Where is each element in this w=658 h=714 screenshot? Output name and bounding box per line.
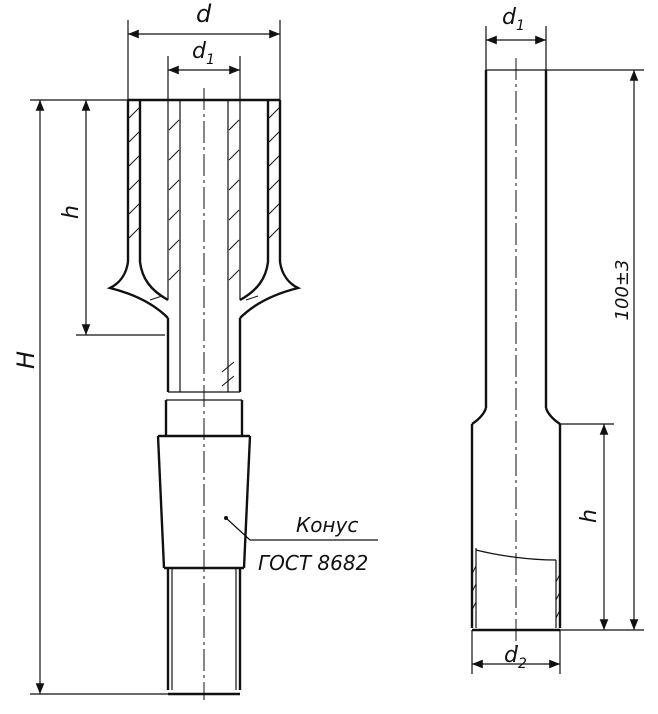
dim-d1-left	[167, 56, 241, 100]
right-tube	[470, 26, 644, 674]
dim-d	[127, 20, 281, 100]
label-length: 100±3	[612, 260, 633, 321]
label-H: H	[12, 351, 40, 369]
right-wall-hatching	[471, 565, 561, 619]
inner-cup	[167, 100, 241, 310]
dim-h-right	[560, 423, 614, 630]
dim-H	[30, 99, 168, 695]
label-cone-title: Конус	[296, 513, 358, 537]
label-d2: d2	[504, 643, 527, 672]
label-d: d	[196, 0, 212, 28]
label-d1-right: d1	[502, 5, 525, 34]
label-cone-standard: ГОСТ 8682	[258, 551, 368, 575]
dim-length	[546, 69, 644, 631]
cone-leader	[224, 516, 378, 541]
label-d1-left: d1	[192, 39, 215, 68]
label-h-right: h	[577, 509, 602, 523]
dim-d2	[471, 630, 561, 674]
wall-hatching	[128, 107, 280, 387]
stem	[164, 310, 244, 436]
left-assembly	[30, 20, 378, 700]
dim-d1-right	[485, 26, 547, 70]
outer-cup	[106, 100, 302, 319]
label-h-left: h	[59, 205, 84, 219]
dim-h-left	[76, 99, 165, 336]
